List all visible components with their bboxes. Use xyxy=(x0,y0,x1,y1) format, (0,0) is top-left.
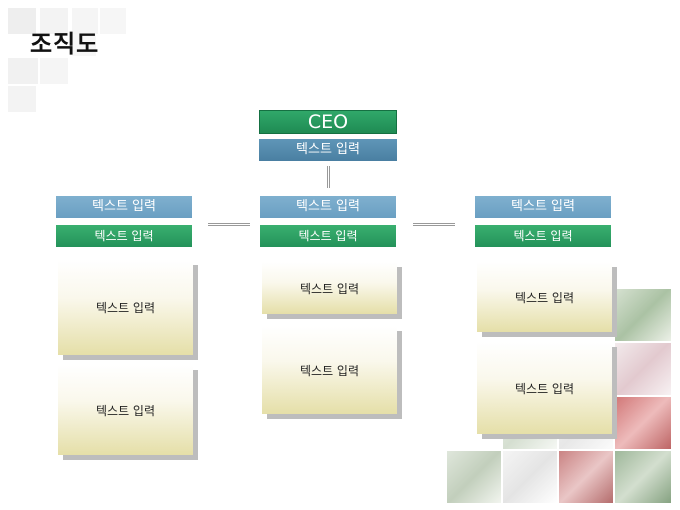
box-text: 텍스트 입력 xyxy=(95,403,155,418)
right-connector xyxy=(413,223,455,226)
box-text: 텍스트 입력 xyxy=(514,290,574,305)
dept-1-header[interactable]: 텍스트 입력 xyxy=(56,196,192,218)
dept-3-box-1[interactable]: 텍스트 입력 xyxy=(477,262,612,332)
dept-2-box-2[interactable]: 텍스트 입력 xyxy=(262,326,397,414)
box-text: 텍스트 입력 xyxy=(299,281,359,296)
ceo-subtitle[interactable]: 텍스트 입력 xyxy=(259,139,397,161)
dept-2-box-1[interactable]: 텍스트 입력 xyxy=(262,262,397,314)
dept-3-box-2[interactable]: 텍스트 입력 xyxy=(477,342,612,434)
ceo-connector xyxy=(327,166,330,188)
dept-3-subheader[interactable]: 텍스트 입력 xyxy=(475,225,611,247)
ceo-box[interactable]: CEO xyxy=(259,110,397,134)
dept-1-subheader[interactable]: 텍스트 입력 xyxy=(56,225,192,247)
box-text: 텍스트 입력 xyxy=(514,381,574,396)
dept-1-box-1[interactable]: 텍스트 입력 xyxy=(58,260,193,355)
left-connector xyxy=(208,223,250,226)
dept-1-box-2[interactable]: 텍스트 입력 xyxy=(58,365,193,455)
dept-2-subheader[interactable]: 텍스트 입력 xyxy=(260,225,396,247)
box-text: 텍스트 입력 xyxy=(95,301,155,315)
dept-2-header[interactable]: 텍스트 입력 xyxy=(260,196,396,218)
box-text: 텍스트 입력 xyxy=(299,363,359,378)
page-title: 조직도 xyxy=(30,30,100,58)
dept-3-header[interactable]: 텍스트 입력 xyxy=(475,196,611,218)
